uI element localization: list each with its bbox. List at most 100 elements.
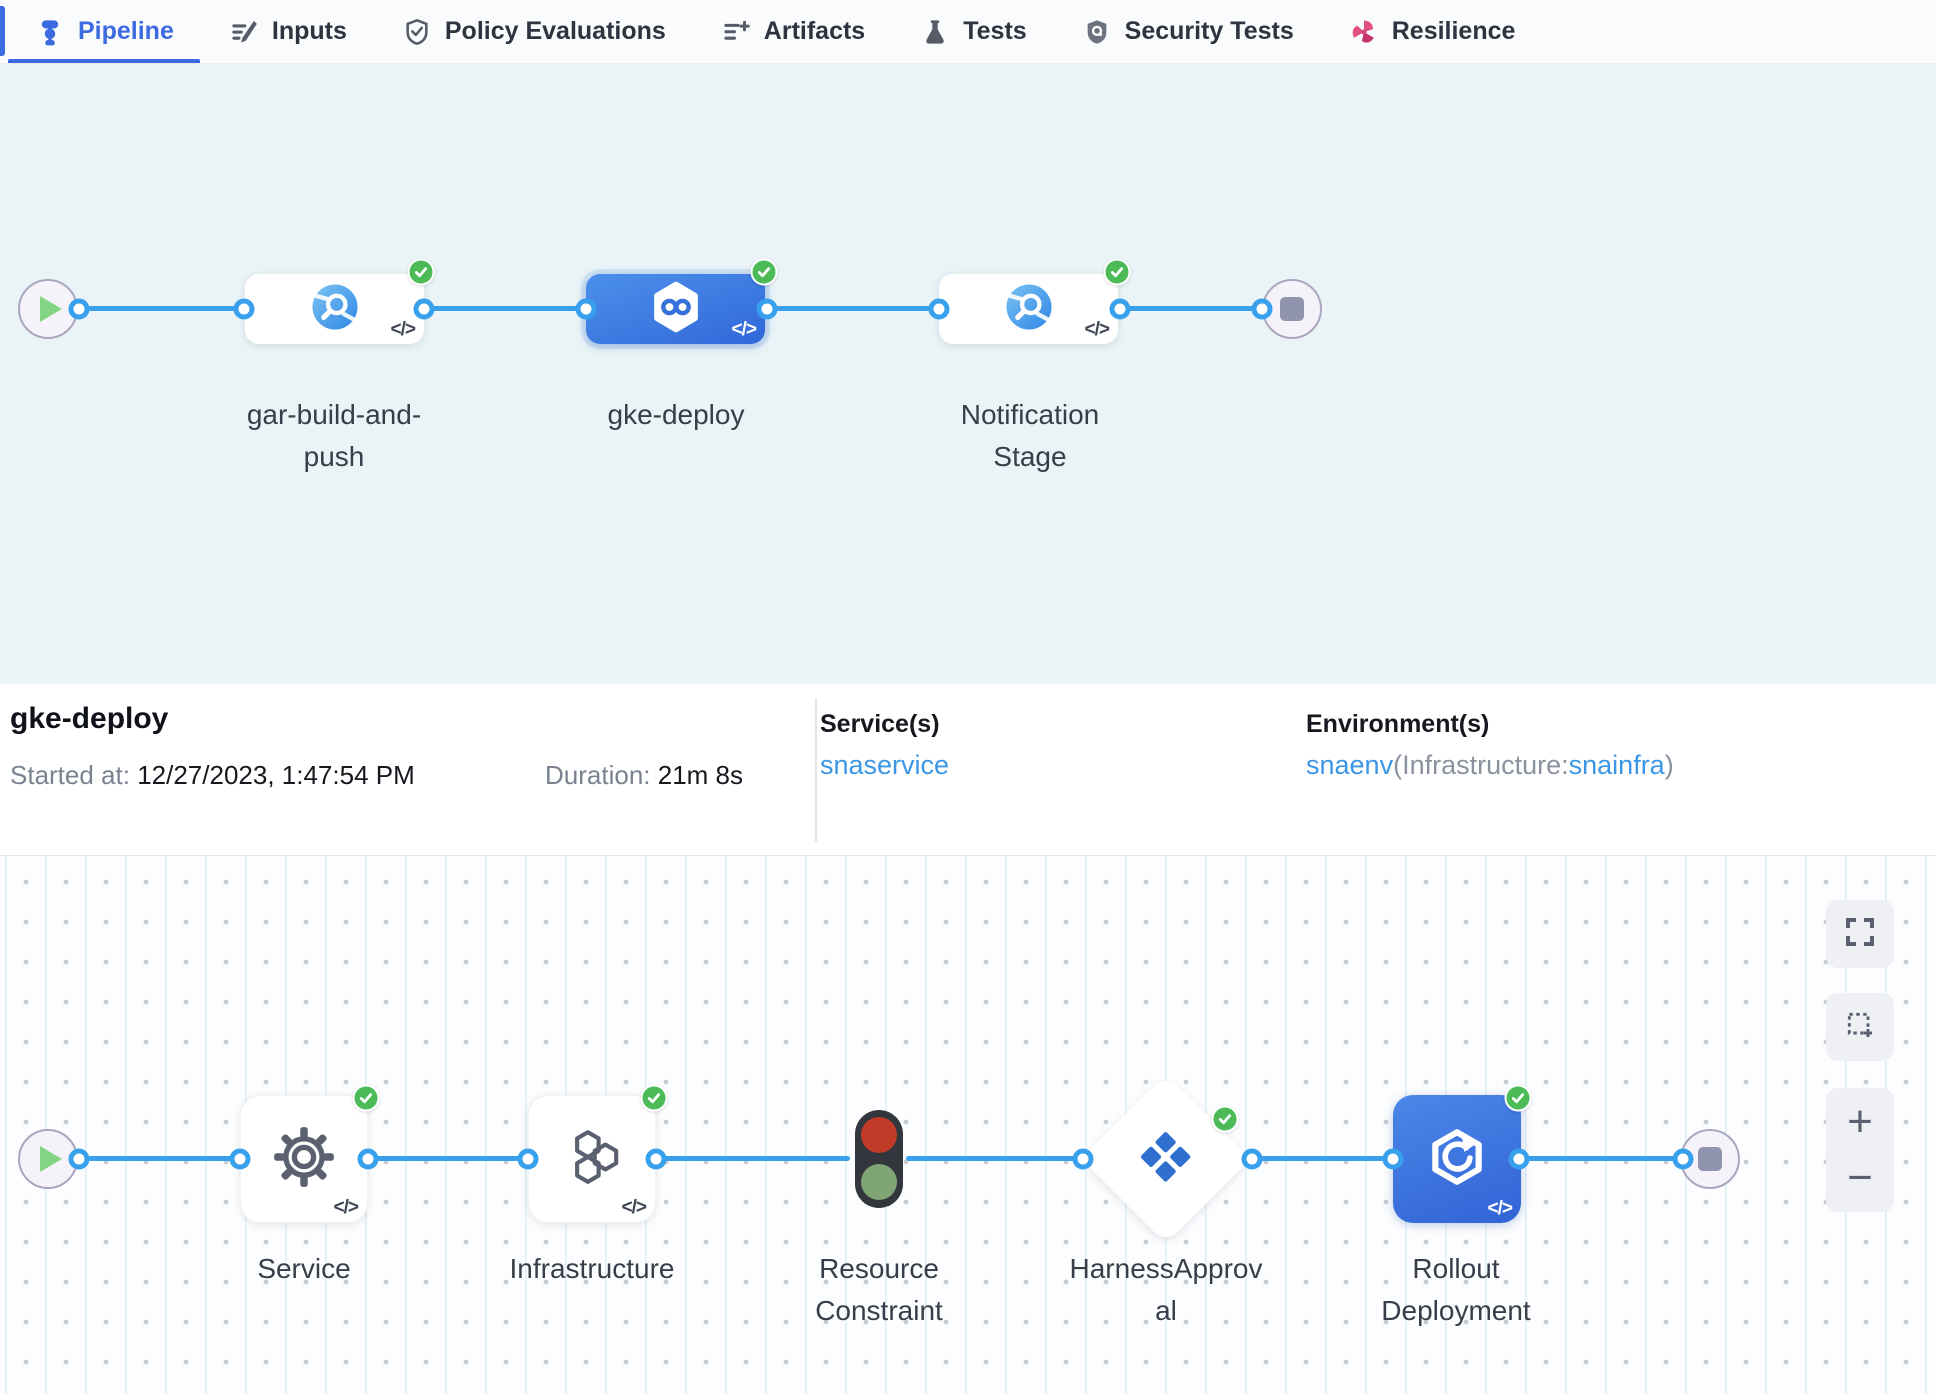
step-node-harness-approval[interactable] [1081, 1074, 1251, 1244]
edge-port[interactable] [233, 298, 255, 320]
step-node-service[interactable]: </> [240, 1095, 368, 1223]
edge [88, 1156, 240, 1161]
tab-security-tests[interactable]: Security Tests [1083, 0, 1294, 64]
stop-icon [1698, 1147, 1722, 1171]
stage-label[interactable]: gke-deploy [607, 399, 745, 430]
started-at-label: Started at: [10, 760, 130, 790]
edge-port[interactable] [1508, 1148, 1530, 1170]
resilience-icon [1350, 18, 1378, 46]
success-badge [750, 258, 778, 286]
red-light [861, 1117, 897, 1153]
stage-label[interactable]: Notification Stage [960, 399, 1100, 472]
play-icon [40, 1146, 62, 1172]
success-badge [1504, 1084, 1532, 1112]
edge [424, 306, 586, 311]
edge [88, 306, 244, 311]
edge-port[interactable] [756, 298, 778, 320]
tab-inputs[interactable]: Inputs [230, 0, 347, 64]
stage-graph-canvas[interactable]: </> </> </> [0, 64, 1936, 684]
step-label[interactable]: Resource Constraint [815, 1253, 943, 1326]
services-header: Service(s) [820, 710, 940, 738]
edge-port[interactable] [575, 298, 597, 320]
edge-port[interactable] [1072, 1148, 1094, 1170]
step-node-rollout-deployment[interactable]: </> [1393, 1095, 1521, 1223]
edge-port[interactable] [1382, 1148, 1404, 1170]
edge-port[interactable] [928, 298, 950, 320]
success-badge [352, 1084, 380, 1112]
active-tab-underline [8, 59, 200, 63]
edge-port[interactable] [1251, 298, 1273, 320]
fullscreen-icon [1844, 916, 1876, 953]
custom-stage-icon [1003, 281, 1055, 338]
tab-label: Artifacts [763, 17, 866, 45]
code-badge: </> [1487, 1198, 1514, 1219]
stage-details-bar: gke-deploy Started at: 12/27/2023, 1:47:… [0, 684, 1936, 856]
success-badge [407, 258, 435, 286]
approval-diamond-icon [1135, 1126, 1197, 1193]
select-region-button[interactable] [1826, 993, 1894, 1061]
success-badge [1211, 1105, 1239, 1133]
service-link[interactable]: snaservice [820, 750, 950, 780]
edge-port[interactable] [517, 1148, 539, 1170]
duration: Duration: 21m 8s [545, 760, 743, 791]
gear-icon [272, 1125, 336, 1194]
infrastructure-prefix: (Infrastructure: [1393, 750, 1569, 780]
code-badge: </> [390, 319, 417, 340]
tests-icon [921, 18, 949, 46]
environments-header: Environment(s) [1306, 710, 1490, 738]
edge [1252, 1156, 1393, 1161]
zoom-out-button[interactable]: − [1847, 1153, 1873, 1202]
tab-pipeline[interactable]: Pipeline [36, 0, 174, 64]
tab-resilience[interactable]: Resilience [1350, 0, 1515, 64]
edge-port[interactable] [68, 1148, 90, 1170]
marquee-selection-icon [1844, 1009, 1876, 1046]
step-label[interactable]: Service [257, 1253, 351, 1284]
code-badge: </> [731, 319, 758, 340]
duration-value: 21m 8s [657, 760, 743, 790]
code-badge: </> [621, 1197, 648, 1218]
divider [815, 698, 817, 842]
hexagons-icon [561, 1128, 623, 1191]
environment-value: snaenv(Infrastructure:snainfra) [1306, 750, 1674, 781]
step-node-infrastructure[interactable]: </> [528, 1095, 656, 1223]
edge-port[interactable] [1109, 298, 1131, 320]
edge [906, 1156, 1083, 1161]
edge-port[interactable] [229, 1148, 251, 1170]
tab-tests[interactable]: Tests [921, 0, 1027, 64]
edge-port[interactable] [413, 298, 435, 320]
execution-graph-canvas[interactable]: </> </> [0, 856, 1936, 1394]
stage-node-gke-deploy[interactable]: </> [586, 274, 765, 344]
edge [767, 306, 939, 311]
step-label[interactable]: Infrastructure [509, 1253, 675, 1284]
started-at-value: 12/27/2023, 1:47:54 PM [137, 760, 415, 790]
tab-policy-evaluations[interactable]: Policy Evaluations [403, 0, 666, 64]
tab-label: Tests [963, 17, 1027, 45]
left-accent-bar [0, 6, 5, 56]
stage-label[interactable]: gar-build-and-push [246, 399, 422, 472]
security-tests-icon [1083, 18, 1111, 46]
infrastructure-link[interactable]: snainfra [1568, 750, 1665, 780]
tab-bar: Pipeline Inputs Policy Evaluations [0, 0, 1936, 64]
code-badge: </> [1084, 319, 1111, 340]
deploy-stage-icon [648, 279, 704, 340]
tab-label: Policy Evaluations [444, 17, 666, 45]
edge-port[interactable] [68, 298, 90, 320]
stage-node-notification-stage[interactable]: </> [939, 274, 1118, 344]
edge-port[interactable] [1672, 1148, 1694, 1170]
stage-node-gar-build-and-push[interactable]: </> [245, 274, 424, 344]
play-icon [40, 296, 62, 322]
step-label[interactable]: Rollout Deployment [1381, 1253, 1531, 1326]
traffic-light-icon[interactable] [855, 1110, 903, 1208]
step-label[interactable]: HarnessApproval [1069, 1253, 1263, 1326]
artifacts-icon [722, 18, 750, 46]
success-badge [1103, 258, 1131, 286]
tab-artifacts[interactable]: Artifacts [722, 0, 865, 64]
environment-link[interactable]: snaenv [1306, 750, 1394, 780]
edge-port[interactable] [1241, 1148, 1263, 1170]
rollout-deployment-icon [1424, 1124, 1490, 1195]
edge [368, 1156, 528, 1161]
edge-port[interactable] [357, 1148, 379, 1170]
edge-port[interactable] [645, 1148, 667, 1170]
fullscreen-button[interactable] [1826, 900, 1894, 968]
zoom-in-button[interactable]: + [1847, 1097, 1873, 1146]
